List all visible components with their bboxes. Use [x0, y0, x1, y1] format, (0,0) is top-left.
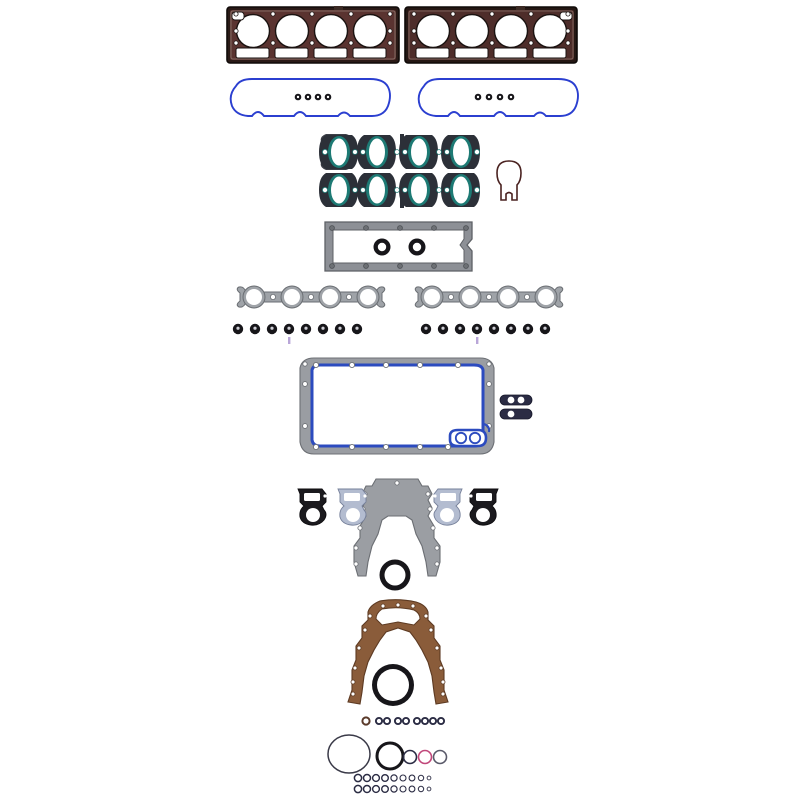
- exhaust-gasket-ports: [242, 285, 380, 309]
- cylinder-head-gasket-left: [226, 6, 400, 66]
- valve-stem-seals: [232, 323, 363, 335]
- oil-drain-plug-gasket: [498, 406, 534, 422]
- large-o-ring: [326, 732, 372, 776]
- cylinder-head-gasket-right: [404, 6, 578, 66]
- washers-upper: [353, 773, 432, 783]
- o-rings-top: [361, 716, 446, 726]
- exhaust-manifold-gasket-left: [232, 280, 390, 314]
- valve-cover-gasket-right: [410, 76, 586, 124]
- intake-manifold-gasket-lower: [316, 168, 486, 212]
- washer-row-upper: [352, 772, 438, 784]
- bell-gasket-outline: [496, 160, 522, 201]
- accent-mark: [476, 337, 479, 344]
- intake-gasket-bolt-holes: [322, 148, 480, 155]
- exhaust-gasket-ports: [420, 285, 558, 309]
- head-gasket-body: [226, 6, 400, 64]
- small-o-ring-gray: [431, 748, 449, 766]
- head-gasket-coolant-ports: [231, 11, 387, 59]
- water-pump-gasket-blue-left: [332, 484, 380, 530]
- small-o-ring-navy: [401, 748, 419, 766]
- o-ring-row-top: [360, 712, 446, 730]
- head-gasket-coolant-ports: [415, 11, 573, 59]
- oil-pan-gasket: [292, 354, 502, 460]
- intake-manifold-gasket-upper: [316, 130, 486, 174]
- valley-cover-gasket: [322, 219, 478, 275]
- oil-pan-bolt-holes: [302, 361, 492, 451]
- accent-mark: [288, 337, 291, 344]
- valve-cover-grommets: [294, 93, 332, 101]
- valley-gasket-bolt-holes: [329, 225, 469, 269]
- small-o-ring-pink: [416, 748, 434, 766]
- valve-stem-seals: [420, 323, 551, 335]
- head-gasket-bores: [235, 13, 388, 49]
- intake-center-tab: [400, 198, 404, 208]
- rear-main-gasket-window: [375, 607, 421, 626]
- water-pump-gasket-black-left: [292, 484, 340, 530]
- valve-stem-seal-row-left: [230, 320, 370, 344]
- intake-gasket-runners: [319, 135, 480, 169]
- exhaust-gasket-bolt-holes: [448, 293, 531, 300]
- valve-cover-grommets: [474, 93, 515, 101]
- exhaust-manifold-gasket-right: [410, 280, 568, 314]
- head-gasket-bolt-holes: [233, 11, 393, 46]
- intake-center-tab: [400, 134, 404, 144]
- exhaust-gasket-bolt-holes: [270, 293, 353, 300]
- valve-stem-seal-row-right: [418, 320, 558, 344]
- water-pump-gasket-black-right: [456, 484, 504, 530]
- washer-row-lower: [352, 783, 438, 795]
- valley-gasket-inner-window: [332, 229, 465, 264]
- front-crankshaft-seal: [376, 556, 414, 594]
- head-gasket-bolt-holes: [411, 11, 571, 46]
- rear-crankshaft-seal: [368, 660, 418, 710]
- rear-main-bolt-holes: [350, 602, 446, 697]
- intake-gasket-runners: [319, 173, 480, 207]
- rear-main-seal-housing-gasket: [336, 598, 460, 708]
- intake-gasket-bolt-holes: [322, 186, 480, 193]
- thermostat-housing-gasket: [490, 158, 528, 206]
- valve-cover-gasket-left: [222, 76, 398, 124]
- oil-pump-pickup-gasket: [498, 392, 534, 408]
- washers-lower: [353, 784, 432, 794]
- water-pump-gasket-blue-right: [420, 484, 468, 530]
- oil-pan-rear-seal-bosses: [448, 423, 491, 448]
- valley-gasket-seal-rings: [373, 238, 426, 256]
- rear-main-gasket-body: [347, 599, 449, 705]
